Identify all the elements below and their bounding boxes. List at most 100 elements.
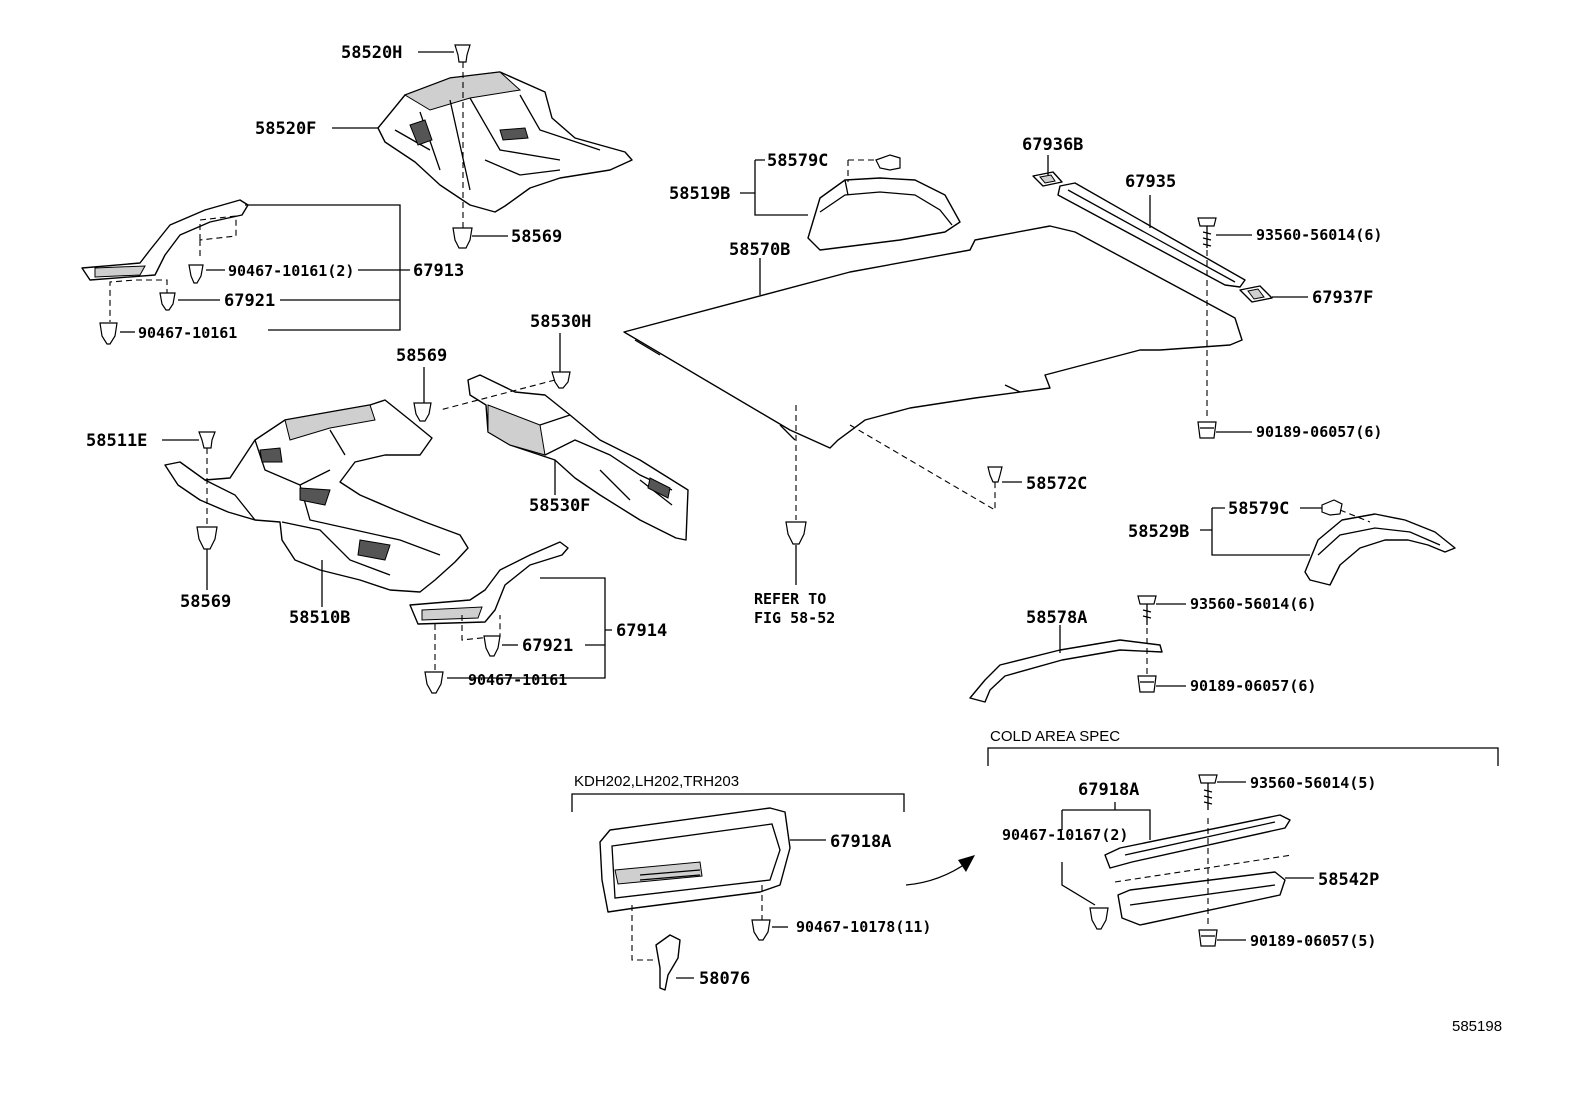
label-67913: 67913 [413, 261, 464, 281]
guide-58579C-right [1339, 509, 1371, 523]
bolt-93560-56014-6-mid-drawing [1137, 595, 1157, 625]
label-90189-06057-6-mid: 90189-06057(6) [1190, 677, 1316, 695]
clip-90467-10161-2-drawing [188, 264, 204, 284]
clip-58569-mid-drawing [413, 402, 432, 422]
label-93560-56014-6-mid: 93560-56014(6) [1190, 595, 1316, 613]
clip-90467-10161-low-drawing [424, 671, 444, 694]
part-58530F-drawing [467, 374, 689, 541]
nut-90189-06057-6-mid-drawing [1137, 675, 1157, 693]
label-58519B: 58519B [669, 184, 730, 204]
label-67935: 67935 [1125, 172, 1176, 192]
arrowhead [958, 855, 975, 872]
part-58529B-drawing [1304, 513, 1456, 586]
label-90467-10178-11: 90467-10178(11) [796, 918, 931, 936]
part-58510B-drawing [164, 399, 469, 593]
clip-67921-low-drawing [483, 635, 501, 657]
label-67936B: 67936B [1022, 135, 1083, 155]
part-58076-drawing [655, 934, 681, 991]
guide-58570B-b [849, 424, 996, 511]
part-67918A-left-drawing [599, 807, 791, 913]
clip-58579C-right-drawing [1321, 499, 1343, 516]
leader-58579C-58519B [740, 159, 808, 216]
label-90467-10161-2: 90467-10161(2) [228, 262, 354, 280]
clip-58572C-drawing [987, 466, 1003, 483]
guide-67918A-left-b [631, 905, 655, 961]
clip-58520H-drawing [454, 44, 471, 63]
label-58542P: 58542P [1318, 870, 1379, 890]
part-67935-drawing [1057, 182, 1246, 288]
label-67937F: 67937F [1312, 288, 1373, 308]
part-58520F-drawing [377, 71, 633, 213]
label-refer-line2: FIG 58-52 [754, 609, 835, 627]
nut-90189-06057-5-drawing [1198, 929, 1218, 947]
label-58579C-right: 58579C [1228, 499, 1289, 519]
guide-58579C-top [847, 159, 876, 182]
guide-67914-a [461, 615, 501, 641]
label-model-spec: KDH202,LH202,TRH203 [574, 773, 739, 790]
label-67918A-right: 67918A [1078, 780, 1139, 800]
label-58529B: 58529B [1128, 522, 1189, 542]
clip-90467-10161-top-drawing [99, 322, 118, 345]
label-58076: 58076 [699, 969, 750, 989]
label-cold-area-spec: COLD AREA SPEC [990, 728, 1120, 745]
label-90467-10161-top: 90467-10161 [138, 324, 237, 342]
label-67921-low: 67921 [522, 636, 573, 656]
label-58569-low: 58569 [180, 592, 231, 612]
bracket-67913 [245, 204, 410, 331]
part-58570B-drawing [623, 225, 1243, 449]
label-90189-06057-6-top: 90189-06057(6) [1256, 423, 1382, 441]
transition-arrow [905, 861, 969, 886]
label-58520H: 58520H [341, 43, 402, 63]
clip-90467-10167-2-drawing [1089, 907, 1109, 930]
part-67914-drawing [409, 541, 569, 625]
clip-58530H-drawing [551, 371, 571, 389]
part-67936B-drawing [1032, 171, 1063, 187]
label-58579C-top: 58579C [767, 151, 828, 171]
label-90467-10161-low: 90467-10161 [468, 671, 567, 689]
bracket-model-spec [571, 793, 905, 812]
label-93560-56014-6-top: 93560-56014(6) [1256, 226, 1382, 244]
label-93560-56014-5: 93560-56014(5) [1250, 774, 1376, 792]
bracket-67914 [447, 577, 612, 679]
label-90467-10167-2: 90467-10167(2) [1002, 826, 1128, 844]
clip-58579C-top-drawing [875, 154, 901, 171]
guide-67913-b [109, 279, 168, 322]
clip-67921-top-drawing [159, 292, 176, 311]
label-58569-mid: 58569 [396, 346, 447, 366]
guide-58542P [1114, 818, 1293, 925]
part-58542P-drawing [1117, 871, 1286, 926]
label-58570B: 58570B [729, 240, 790, 260]
clip-58569-low-drawing [196, 526, 218, 550]
bolt-93560-56014-5-drawing [1198, 774, 1218, 810]
label-58520F: 58520F [255, 119, 316, 139]
label-58530H: 58530H [530, 312, 591, 332]
guide-67913-a [199, 215, 237, 260]
label-refer-line1: REFER TO [754, 590, 826, 608]
label-58569-top: 58569 [511, 227, 562, 247]
figure-number: 585198 [1452, 1018, 1502, 1035]
label-58511E: 58511E [86, 431, 147, 451]
clip-refer-drawing [785, 521, 807, 545]
label-58530F: 58530F [529, 496, 590, 516]
leader-58529B [1200, 507, 1322, 556]
label-90189-06057-5: 90189-06057(5) [1250, 932, 1376, 950]
bracket-67918A-right [1061, 802, 1151, 906]
part-58519B-drawing [807, 177, 961, 251]
bracket-cold-area [987, 747, 1499, 766]
part-67913-drawing [81, 199, 249, 281]
clip-58569-top-drawing [452, 227, 473, 249]
clip-90467-10178-11-drawing [751, 919, 771, 941]
part-67918A-right-drawing [1104, 814, 1291, 869]
label-58510B: 58510B [289, 608, 350, 628]
label-67914: 67914 [616, 621, 667, 641]
label-67921-top: 67921 [224, 291, 275, 311]
part-58578A-drawing [969, 639, 1163, 703]
label-58578A: 58578A [1026, 608, 1087, 628]
label-58572C: 58572C [1026, 474, 1087, 494]
label-67918A-left: 67918A [830, 832, 891, 852]
part-67937F-drawing [1239, 285, 1273, 303]
clip-58511E-drawing [198, 431, 216, 449]
nut-90189-06057-6-top-drawing [1197, 421, 1217, 439]
bolt-93560-56014-6-top-drawing [1197, 217, 1217, 248]
